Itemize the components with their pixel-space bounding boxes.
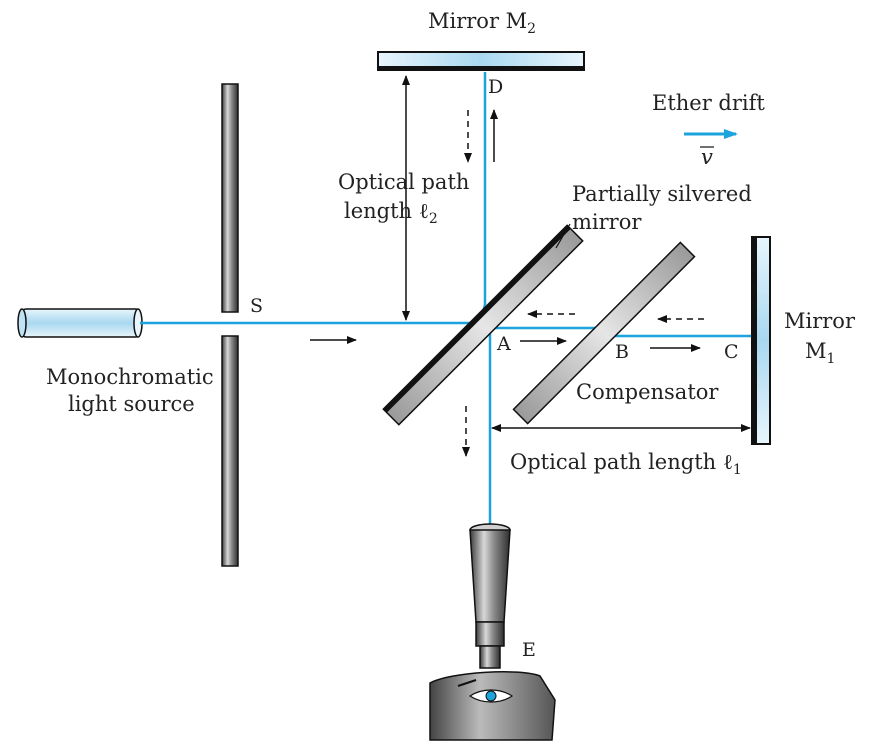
label-partially-silvered-line2: mirror <box>572 210 642 234</box>
label-source-line2: light source <box>68 392 195 416</box>
label-point-e: E <box>522 639 536 661</box>
label-compensator: Compensator <box>576 380 719 404</box>
label-point-b: B <box>615 341 629 363</box>
label-mirror-m1-line2: M1 <box>805 339 835 367</box>
direction-arrows <box>310 109 704 457</box>
label-point-a: A <box>496 333 511 355</box>
label-optical-path-1: Optical path length ℓ1 <box>510 450 742 478</box>
label-point-s: S <box>250 295 263 317</box>
label-optical-path-2-line2: length ℓ2 <box>344 199 438 227</box>
compensator-plate <box>512 241 696 425</box>
label-point-c: C <box>724 341 739 363</box>
label-partially-silvered-line1: Partially silvered <box>572 182 752 206</box>
mirror-m1 <box>751 236 771 445</box>
label-velocity: v <box>701 145 713 169</box>
label-source-line1: Monochromatic <box>46 365 214 389</box>
label-point-d: D <box>488 76 503 98</box>
light-source-tube <box>17 308 143 338</box>
label-mirror-m1-line1: Mirror <box>784 309 856 333</box>
label-optical-path-2-line1: Optical path <box>338 170 469 194</box>
leader-line <box>555 223 571 249</box>
beam-splitter <box>382 224 584 426</box>
label-mirror-m2: Mirror M2 <box>428 9 536 37</box>
observer-eye <box>429 671 556 741</box>
mirror-m2 <box>377 51 585 71</box>
light-beams <box>140 72 752 528</box>
label-ether-drift: Ether drift <box>652 91 765 115</box>
aperture-screen <box>221 83 239 567</box>
telescope <box>469 523 511 669</box>
